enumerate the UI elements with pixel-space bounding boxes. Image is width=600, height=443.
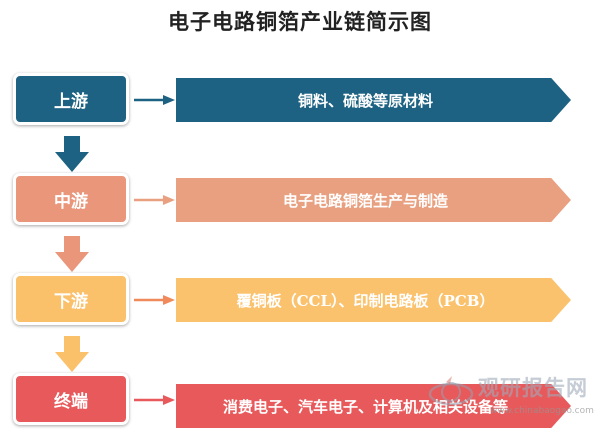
- stage-description-midstream: 电子电路铜箔生产与制造: [282, 191, 448, 210]
- arrow-right-icon: [134, 195, 175, 205]
- watermark: 观研报告网 www.chinabaogao.com: [426, 372, 598, 432]
- stage-label-upstream: 上游: [54, 91, 88, 112]
- stage-label-midstream: 中游: [54, 191, 88, 212]
- down-arrow-icon: [55, 336, 89, 372]
- stage-band-upstream: 铜料、硫酸等原材料: [176, 78, 571, 122]
- arrow-right-icon: [134, 295, 175, 305]
- stage-label-terminal: 终端: [54, 391, 88, 412]
- arrow-right-icon: [134, 395, 175, 405]
- stage-description-upstream: 铜料、硫酸等原材料: [297, 91, 433, 110]
- stage-band-midstream: 电子电路铜箔生产与制造: [176, 178, 571, 222]
- stage-band-terminal: 消费电子、汽车电子、计算机及相关设备等: [176, 384, 571, 428]
- diagram-title: 电子电路铜箔产业链简示图: [168, 9, 432, 34]
- stage-label-downstream: 下游: [54, 291, 88, 312]
- down-arrow-icon: [55, 236, 89, 272]
- stage-box-terminal: 终端: [13, 373, 129, 425]
- stage-box-midstream: 中游: [13, 173, 129, 225]
- stage-box-downstream: 下游: [13, 273, 129, 325]
- stage-band-downstream: 覆铜板（CCL）、印制电路板（PCB）: [176, 278, 571, 322]
- stage-description-downstream: 覆铜板（CCL）、印制电路板（PCB）: [236, 291, 495, 310]
- watermark-url: www.chinabaogao.com: [490, 406, 594, 416]
- stage-box-upstream: 上游: [13, 73, 129, 125]
- watermark-text: 观研报告网: [478, 376, 588, 400]
- arrow-right-icon: [134, 95, 175, 105]
- down-arrow-icon: [55, 136, 89, 172]
- watermark-logo-icon: [428, 376, 474, 406]
